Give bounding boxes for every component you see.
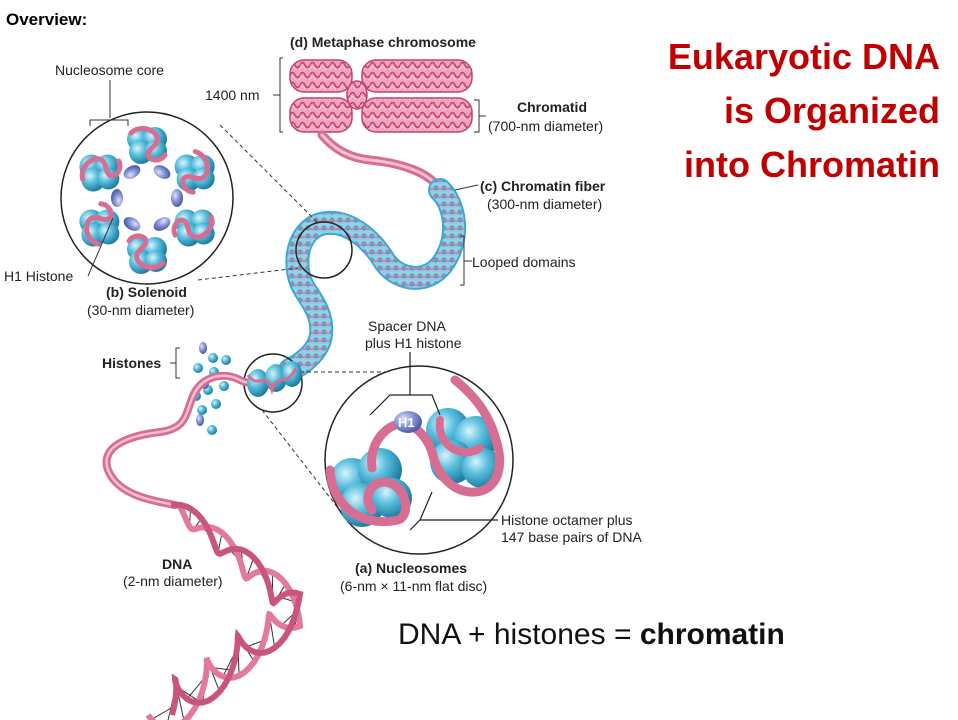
histone-bead bbox=[193, 363, 203, 373]
histone-bead bbox=[196, 414, 204, 426]
histone-bead bbox=[208, 353, 218, 363]
label-spacer-1: Spacer DNA bbox=[368, 318, 446, 334]
solenoid-nucleosome bbox=[174, 149, 215, 195]
solenoid-nucleosome bbox=[126, 233, 167, 274]
bracket-looped bbox=[460, 235, 472, 286]
label-h1-histone: H1 Histone bbox=[4, 268, 74, 284]
solenoid-nucleosome bbox=[127, 125, 168, 164]
zoom-lines bbox=[197, 124, 392, 509]
slide-title: Eukaryotic DNA is Organized into Chromat… bbox=[668, 30, 940, 192]
solenoid-h1 bbox=[171, 189, 183, 207]
metaphase-chromosome bbox=[289, 59, 473, 133]
overview-label: Overview: bbox=[6, 10, 88, 29]
label-nucleosomes-size: (6-nm × 11-nm flat disc) bbox=[340, 578, 488, 594]
solenoid-nucleosome bbox=[171, 209, 215, 247]
label-solenoid: (b) Solenoid bbox=[106, 284, 187, 300]
solenoid-h1 bbox=[123, 165, 141, 179]
h1-histone-blob bbox=[394, 411, 422, 433]
label-chromatid-diam: (700-nm diameter) bbox=[488, 118, 604, 134]
bracket-chromatid bbox=[474, 99, 486, 133]
label-spacer-2: plus H1 histone bbox=[365, 335, 462, 351]
label-fiber-diam: (300-nm diameter) bbox=[487, 196, 603, 212]
label-nucleosomes: (a) Nucleosomes bbox=[355, 560, 468, 576]
solenoid-h1 bbox=[123, 217, 141, 231]
label-octamer-1: Histone octamer plus bbox=[501, 512, 633, 528]
solenoid-h1 bbox=[153, 165, 171, 179]
label-1400nm: 1400 nm bbox=[205, 87, 260, 103]
dna-strand-2 bbox=[169, 501, 304, 716]
formula-left: DNA + histones = bbox=[398, 618, 640, 651]
histone-bead bbox=[207, 425, 217, 435]
label-h1: H1 bbox=[398, 415, 415, 430]
label-nucleosome-core: Nucleosome core bbox=[55, 62, 164, 78]
solenoid-zoom-circle bbox=[295, 221, 353, 279]
formula: DNA + histones = chromatin bbox=[398, 618, 785, 652]
nucleosome-closeup bbox=[325, 375, 505, 527]
label-chromatid: Chromatid bbox=[517, 99, 587, 115]
solenoid-h1 bbox=[111, 189, 123, 207]
bracket-1400nm bbox=[273, 57, 283, 133]
label-chromatin-fiber: (c) Chromatin fiber bbox=[480, 178, 606, 194]
histone-bead bbox=[221, 355, 231, 365]
solenoid-nucleosome bbox=[79, 201, 120, 247]
histone-bead bbox=[199, 342, 207, 354]
title-line-2: is Organized bbox=[723, 90, 940, 131]
dna-strand-1 bbox=[145, 503, 304, 720]
title-line-3: into Chromatin bbox=[684, 144, 940, 185]
histone-bead bbox=[211, 399, 221, 409]
title-line-1: Eukaryotic DNA bbox=[667, 36, 940, 77]
label-octamer-2: 147 base pairs of DNA bbox=[501, 529, 642, 545]
nucleosome-core-leader bbox=[89, 80, 129, 126]
label-dna-diam: (2-nm diameter) bbox=[123, 573, 223, 589]
label-looped-domains: Looped domains bbox=[472, 254, 576, 270]
octamer-leader bbox=[409, 491, 498, 531]
formula-chromatin: chromatin bbox=[639, 618, 785, 651]
histone-bead bbox=[219, 381, 229, 391]
solenoid-nucleosomes bbox=[79, 125, 215, 274]
histones-bracket bbox=[170, 347, 180, 379]
leader-chromatin-fiber bbox=[454, 184, 479, 191]
dna-double-helix bbox=[145, 501, 304, 720]
label-dna: DNA bbox=[162, 556, 193, 572]
spacer-bracket bbox=[369, 352, 441, 416]
label-solenoid-diam: (30-nm diameter) bbox=[87, 302, 195, 318]
label-metaphase: (d) Metaphase chromosome bbox=[290, 34, 476, 50]
small-nucleosomes bbox=[246, 361, 302, 397]
solenoid-nucleosome bbox=[79, 154, 123, 192]
label-histones: Histones bbox=[102, 355, 162, 371]
histone-bead bbox=[197, 405, 207, 415]
solenoid-h1 bbox=[153, 217, 171, 231]
base-pair-rung bbox=[151, 705, 175, 720]
h1-histone-leader bbox=[87, 217, 114, 277]
